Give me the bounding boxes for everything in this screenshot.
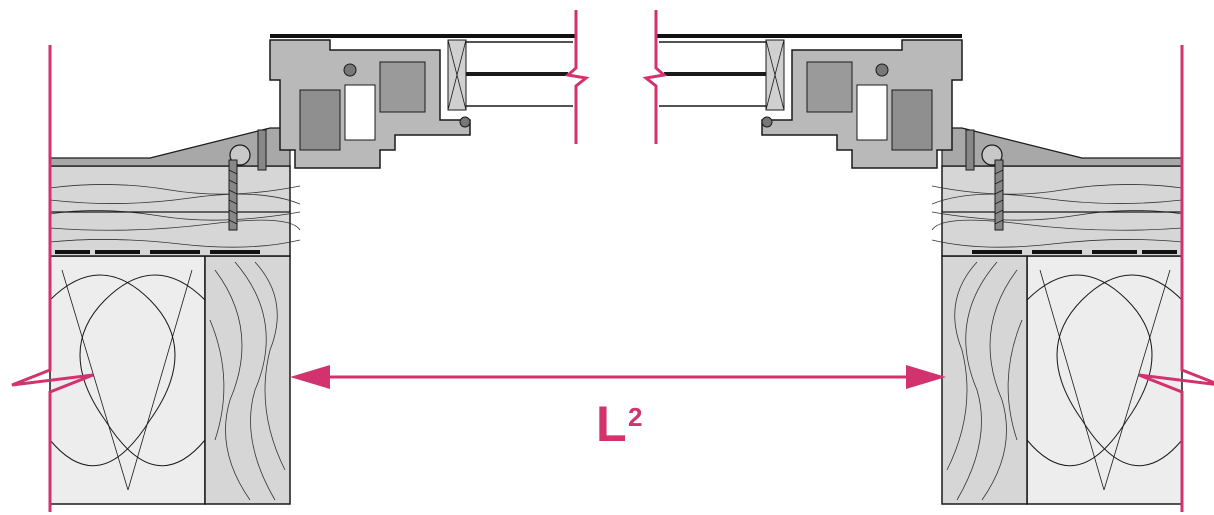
dimension-superscript: 2: [628, 402, 643, 432]
dimension-label: L: [596, 396, 627, 452]
right-detail: [646, 10, 1214, 512]
dimension-arrow: [290, 365, 946, 389]
left-detail: [12, 10, 586, 512]
